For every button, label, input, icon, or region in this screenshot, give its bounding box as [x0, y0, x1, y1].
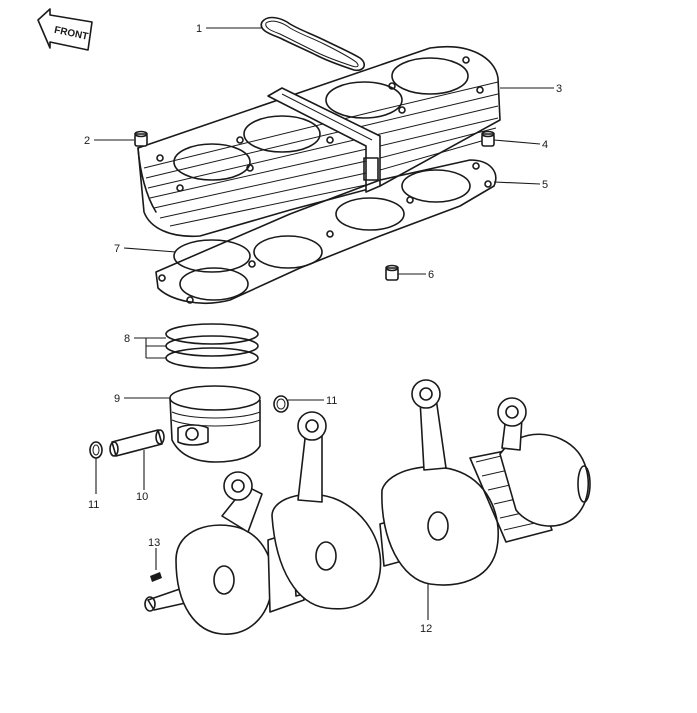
- piston-ring-set: [165, 323, 259, 369]
- dowel-pin-right: [481, 130, 495, 147]
- dowel-pin-lower: [385, 264, 399, 281]
- callout-4: 4: [542, 139, 548, 151]
- callout-1: 1: [196, 23, 202, 35]
- cylinder-block: [137, 46, 501, 238]
- front-arrow-icon: FRONT: [37, 8, 93, 51]
- dowel-pin-left: [134, 130, 148, 147]
- callout-2: 2: [84, 135, 90, 147]
- callout-labels: 1 2 3 4 5 6 7 8 9 10 11 11 12 13: [84, 23, 562, 635]
- piston-pin-clip-upper: [273, 395, 289, 413]
- cylinder-base-gasket: [155, 159, 497, 304]
- woodruff-key: [150, 572, 162, 582]
- piston-pin: [109, 429, 165, 457]
- o-ring: [173, 239, 251, 273]
- callout-11-lower: 11: [88, 499, 99, 511]
- callout-3: 3: [556, 83, 562, 95]
- callout-6: 6: [428, 269, 434, 281]
- callout-11-upper: 11: [326, 395, 337, 407]
- callout-5: 5: [542, 179, 548, 191]
- callout-13: 13: [148, 537, 160, 549]
- piston: [169, 385, 261, 463]
- callout-12: 12: [420, 623, 432, 635]
- piston-pin-clip-lower: [89, 441, 103, 459]
- leader-lines: [94, 27, 554, 620]
- callout-10: 10: [136, 491, 148, 503]
- callout-9: 9: [114, 393, 120, 405]
- crankshaft: [144, 379, 591, 635]
- callout-8: 8: [124, 333, 130, 345]
- callout-7: 7: [114, 243, 120, 255]
- head-cover-gasket: [260, 16, 366, 72]
